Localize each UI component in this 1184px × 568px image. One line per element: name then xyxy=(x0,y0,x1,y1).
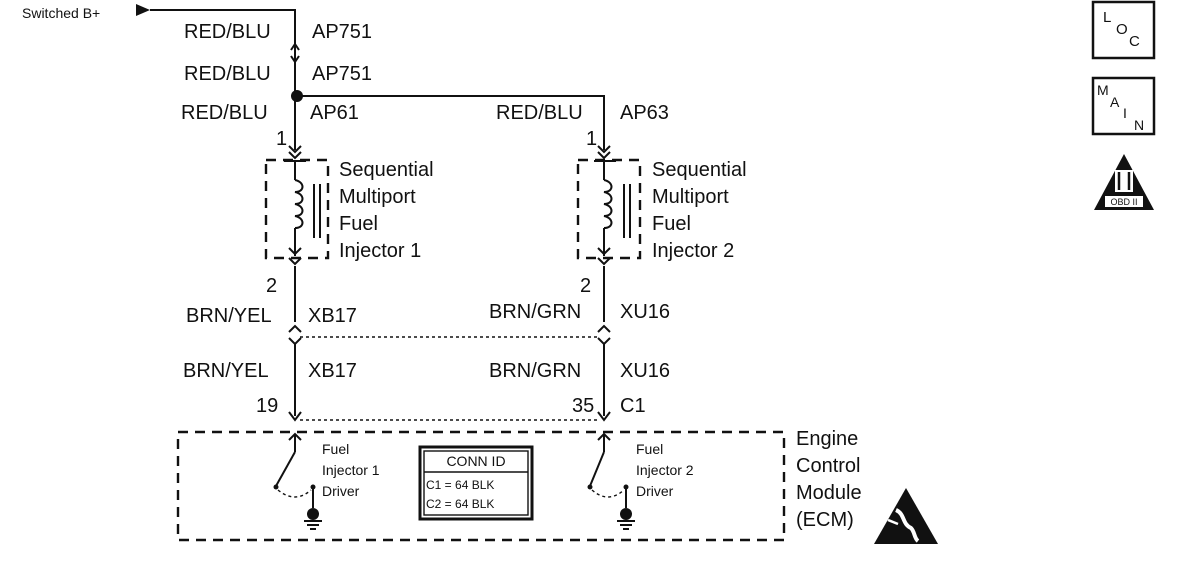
injector-2: 1 Sequential Multiport Fuel Injector 2 2 xyxy=(576,128,747,297)
connector-chevron-icon xyxy=(290,55,300,63)
svg-text:A: A xyxy=(1110,94,1120,110)
coil-icon xyxy=(603,179,613,229)
inj1-label-line4: Injector 1 xyxy=(339,240,421,262)
inj1-pin-bottom: 2 xyxy=(266,275,277,297)
conn-id-row-2: C2 = 64 BLK xyxy=(426,497,494,511)
driver1-label-line1: Fuel xyxy=(322,441,349,457)
wire-color-top2: RED/BLU xyxy=(184,63,271,85)
inj1-housing xyxy=(264,158,330,260)
inj2-label-line4: Injector 2 xyxy=(652,240,734,262)
source-wire xyxy=(150,9,296,44)
switch-link-icon xyxy=(277,489,312,498)
conn-id-outer xyxy=(418,445,534,521)
feed-wire-right xyxy=(297,95,605,150)
connector-chevron-icon xyxy=(288,145,302,160)
connector-chevron-icon xyxy=(597,324,611,346)
inj2-label-line1: Sequential xyxy=(652,159,747,181)
driver2-switch-icon xyxy=(589,451,605,487)
connector-chevron-icon xyxy=(597,247,611,266)
svg-text:M: M xyxy=(1097,82,1109,98)
conn-id-inner xyxy=(423,450,529,516)
ecm-label-line2: Control xyxy=(796,455,860,477)
inj2-pin-bottom: 2 xyxy=(580,275,591,297)
ground-icon xyxy=(304,520,322,530)
wire-color-inj1-low: BRN/YEL xyxy=(186,305,272,327)
ecm-label-line4: (ECM) xyxy=(796,509,854,531)
svg-text:O: O xyxy=(1116,21,1128,38)
wire-color-left: RED/BLU xyxy=(181,102,268,124)
wire-color-inj2-low: BRN/GRN xyxy=(489,301,581,323)
driver2-label-line2: Injector 2 xyxy=(636,462,694,478)
wire-circuit-top: AP751 xyxy=(312,21,372,43)
connector-chevron-icon xyxy=(288,247,302,266)
loc-icon[interactable]: L O C xyxy=(1091,0,1156,60)
feed-wires xyxy=(290,43,605,150)
svg-text:OBD II: OBD II xyxy=(1110,197,1137,207)
wire-color-inj1-low2: BRN/YEL xyxy=(183,360,269,382)
inj1-label-line2: Multiport xyxy=(339,186,416,208)
wire-circuit-inj2-low: XU16 xyxy=(620,301,670,323)
esd-warning-icon xyxy=(874,488,938,544)
svg-text:C: C xyxy=(1129,33,1140,50)
driver1-label-line3: Driver xyxy=(322,483,360,499)
conn-id-box: CONN ID C1 = 64 BLK C2 = 64 BLK xyxy=(418,445,534,521)
svg-text:N: N xyxy=(1134,117,1144,133)
wire-circuit-inj1-low: XB17 xyxy=(308,305,357,327)
driver1-label-line2: Injector 1 xyxy=(322,462,380,478)
svg-text:L: L xyxy=(1103,9,1111,26)
inj2-label-line2: Multiport xyxy=(652,186,729,208)
driver2-label-line3: Driver xyxy=(636,483,674,499)
wire-circuit-inj2-low2: XU16 xyxy=(620,360,670,382)
wire-color-top: RED/BLU xyxy=(184,21,271,43)
conn-id-title: CONN ID xyxy=(446,453,505,469)
wire-circuit-inj1-low2: XB17 xyxy=(308,360,357,382)
wire-circuit-right: AP63 xyxy=(620,102,669,124)
driver2-label-line1: Fuel xyxy=(636,441,663,457)
connector-chevron-icon xyxy=(288,324,302,346)
inj1-label-line1: Sequential xyxy=(339,159,434,181)
ecm-label-line1: Engine xyxy=(796,428,858,450)
wire-circuit-top2: AP751 xyxy=(312,63,372,85)
inj1-label-line3: Fuel xyxy=(339,213,378,235)
source-arrow-icon xyxy=(136,4,150,16)
obd-ii-icon[interactable]: OBD II xyxy=(1094,154,1154,210)
switched-b-plus-source: Switched B+ xyxy=(22,4,296,44)
connector-chevron-icon xyxy=(597,145,611,160)
wire-circuit-left: AP61 xyxy=(310,102,359,124)
coil-icon xyxy=(294,179,304,229)
driver1-switch-icon xyxy=(275,451,296,487)
core-icon xyxy=(313,184,321,238)
core-icon xyxy=(623,184,631,238)
conn-id-row-1: C1 = 64 BLK xyxy=(426,478,494,492)
wire-color-right: RED/BLU xyxy=(496,102,583,124)
ground-icon xyxy=(617,520,635,530)
wire-color-inj2-low2: BRN/GRN xyxy=(489,360,581,382)
connector-chevron-icon xyxy=(597,411,611,422)
ecm-label-line3: Module xyxy=(796,482,862,504)
ground-icon xyxy=(307,508,319,520)
switch-link-icon xyxy=(591,489,625,498)
switched-b-plus-label: Switched B+ xyxy=(22,5,100,21)
switch-contact-icon xyxy=(273,484,279,490)
ground-icon xyxy=(620,508,632,520)
ecm-module: Fuel Injector 1 Driver Fuel Injector 2 D… xyxy=(176,428,938,544)
ecm-connector-id: C1 xyxy=(620,395,646,417)
ecm-pin-left: 19 xyxy=(256,395,278,417)
svg-text:I: I xyxy=(1123,105,1127,121)
inj2-label-line3: Fuel xyxy=(652,213,691,235)
injector-1: 1 Sequential Multiport Fuel Injector 1 2 xyxy=(264,128,434,297)
lower-wires xyxy=(288,266,611,422)
connector-chevron-icon xyxy=(288,411,302,422)
switch-contact-icon xyxy=(587,484,593,490)
ecm-pin-right: 35 xyxy=(572,395,594,417)
main-icon[interactable]: M A I N xyxy=(1091,76,1156,136)
inj2-pin-top: 1 xyxy=(586,128,597,150)
inj1-pin-top: 1 xyxy=(276,128,287,150)
